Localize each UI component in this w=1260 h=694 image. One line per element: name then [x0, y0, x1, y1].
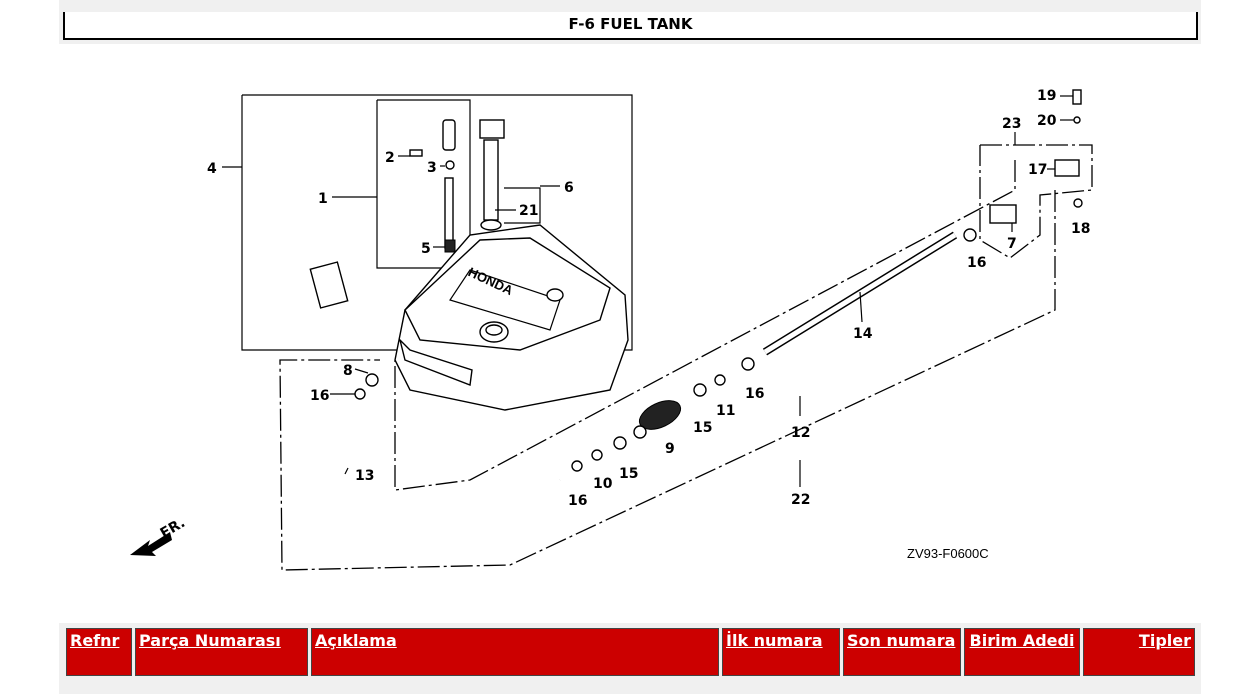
callout-8: 8: [343, 363, 353, 379]
callout-12: 12: [791, 425, 810, 441]
callout-14: 14: [853, 326, 873, 342]
hose-set-22-outline: [279, 190, 1056, 571]
fuel-tank-exploded-view: HONDA: [130, 88, 1093, 571]
callout-6: 6: [564, 180, 574, 196]
callout-5: 5: [421, 241, 431, 257]
leader-lines: [222, 95, 1074, 487]
col-header-ref[interactable]: Refnr: [66, 628, 132, 676]
callout-10: 10: [593, 476, 613, 492]
callout-2: 2: [385, 150, 395, 166]
sort-description-link[interactable]: Açıklama: [315, 631, 397, 650]
col-header-types[interactable]: Tipler: [1083, 628, 1195, 676]
col-header-description[interactable]: Açıklama: [311, 628, 719, 676]
callout-1: 1: [318, 191, 328, 207]
sort-first-number-link[interactable]: İlk numara: [726, 631, 823, 650]
callout-9: 9: [665, 441, 675, 457]
front-arrow-icon: FR.: [130, 515, 188, 556]
callout-16-right: 16: [967, 255, 986, 271]
parts-table-header-row: Refnr Parça Numarası Açıklama İlk numara…: [66, 628, 1195, 676]
callout-23: 23: [1002, 116, 1021, 132]
callout-15-left: 15: [619, 466, 638, 482]
parts-table: Refnr Parça Numarası Açıklama İlk numara…: [63, 628, 1198, 676]
sort-types-link[interactable]: Tipler: [1138, 631, 1191, 650]
callout-19: 19: [1037, 88, 1056, 104]
callout-labels: 4 1 2 3 5 6 21 8 16 13 16 10 15 9 15 11 …: [207, 88, 1090, 509]
page-title: F-6 FUEL TANK: [568, 15, 693, 33]
col-header-first-number[interactable]: İlk numara: [722, 628, 840, 676]
callout-11: 11: [716, 403, 735, 419]
callout-15-right: 15: [693, 420, 712, 436]
fuel-tank: HONDA: [394, 224, 629, 411]
sort-last-number-link[interactable]: Son numara: [847, 631, 956, 650]
col-header-part-number[interactable]: Parça Numarası: [135, 628, 308, 676]
col-header-unit-qty[interactable]: Birim Adedi: [964, 628, 1080, 676]
col-header-last-number[interactable]: Son numara: [843, 628, 961, 676]
callout-21: 21: [519, 203, 538, 219]
callout-13: 13: [355, 468, 374, 484]
sort-part-number-link[interactable]: Parça Numarası: [139, 631, 281, 650]
parts-diagram: HONDA: [0, 60, 1260, 590]
callout-22: 22: [791, 492, 810, 508]
front-label: FR.: [158, 515, 188, 542]
callout-18: 18: [1071, 221, 1090, 237]
callout-4: 4: [207, 161, 217, 177]
callout-17: 17: [1028, 162, 1047, 178]
hose-12-outline: [394, 160, 1016, 491]
sort-ref-link[interactable]: Refnr: [70, 631, 120, 650]
gauge-assembly: [309, 119, 505, 309]
callout-3: 3: [427, 160, 437, 176]
callout-7: 7: [1007, 236, 1017, 252]
diagram-code: ZV93-F0600C: [907, 546, 989, 561]
callout-16-bottom: 16: [568, 493, 587, 509]
sort-unit-qty-link[interactable]: Birim Adedi: [969, 631, 1075, 650]
callout-16-left: 16: [310, 388, 329, 404]
group-23-box: [979, 144, 1093, 259]
callout-20: 20: [1037, 113, 1057, 129]
callout-16-mid: 16: [745, 386, 764, 402]
header-box: F-6 FUEL TANK: [63, 12, 1198, 40]
